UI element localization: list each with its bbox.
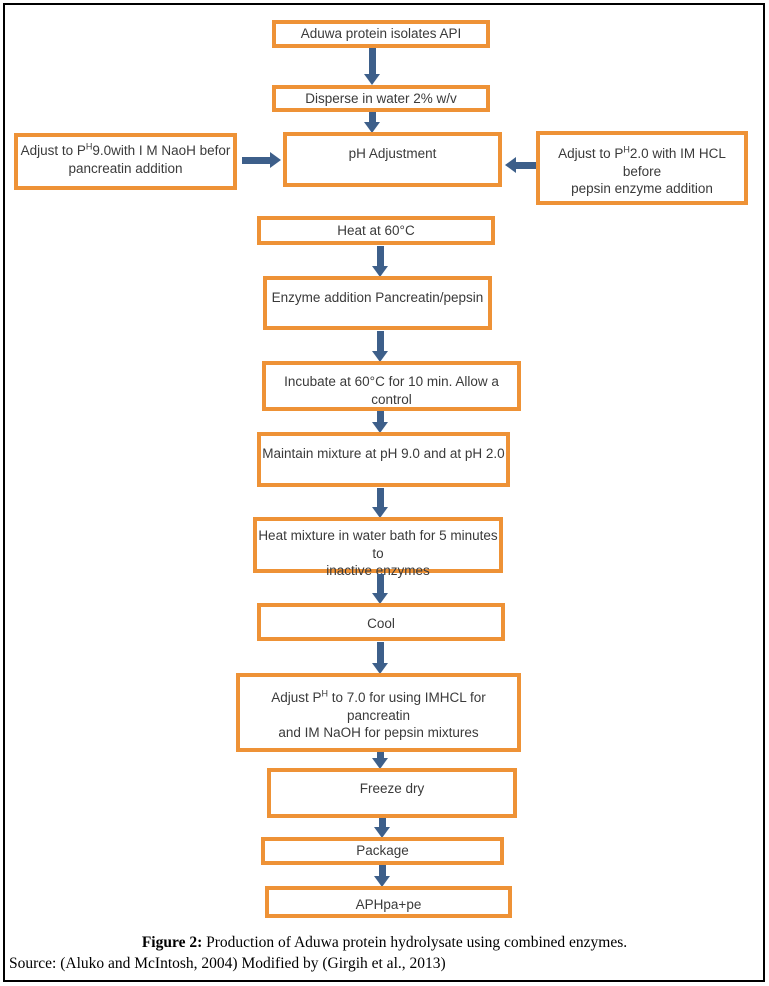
step-box-ph-adjustment: pH Adjustment xyxy=(283,132,502,187)
note-box-hcl-adjust: Adjust to PH2.0 with IM HCL before pepsi… xyxy=(536,131,748,205)
step-label: Package xyxy=(356,843,409,859)
step-box-enzyme-addition: Enzyme addition Pancreatin/pepsin xyxy=(263,276,492,330)
arrow-down-icon xyxy=(372,246,388,277)
arrow-head xyxy=(364,74,380,85)
arrow-shaft xyxy=(242,156,270,164)
arrow-head xyxy=(374,876,390,887)
note-box-naoh-adjust: Adjust to PH9.0with I M NaoH befor pancr… xyxy=(14,133,237,190)
step-box-heat-water-bath: Heat mixture in water bath for 5 minutes… xyxy=(253,517,503,578)
note-text-line2: pepsin enzyme addition xyxy=(571,181,713,197)
arrow-shaft xyxy=(378,865,386,876)
figure-caption-label: Figure 2: xyxy=(141,934,203,951)
arrow-head xyxy=(372,266,388,277)
step-label: Disperse in water 2% w/v xyxy=(305,90,457,106)
step-label: Freeze dry xyxy=(359,781,425,796)
step-label: pH Adjustment xyxy=(348,146,437,161)
figure-caption-text: Production of Aduwa protein hydrolysate … xyxy=(202,934,628,951)
step-label-line2: and IM NaOH for pepsin mixtures xyxy=(278,725,479,741)
arrow-down-icon xyxy=(364,112,380,133)
step-box-final-product: APHpa+pe xyxy=(265,886,512,918)
arrow-down-icon xyxy=(372,331,388,362)
arrow-head xyxy=(372,663,388,674)
arrow-shaft xyxy=(376,574,384,593)
step-label: Maintain mixture at pH 9.0 and at pH 2.0 xyxy=(262,446,505,461)
step-label: Incubate at 60°C for 10 min. Allow a con… xyxy=(284,374,499,407)
step-box-package: Package xyxy=(261,837,504,865)
arrow-head xyxy=(372,758,388,769)
step-box-incubate: Incubate at 60°C for 10 min. Allow a con… xyxy=(262,361,521,411)
step-box-maintain-ph: Maintain mixture at pH 9.0 and at pH 2.0 xyxy=(257,432,510,487)
step-box-heat-60: Heat at 60°C xyxy=(257,216,495,245)
figure-caption: Figure 2: Production of Aduwa protein hy… xyxy=(0,934,769,952)
step-box-freeze-dry: Freeze dry xyxy=(267,768,517,818)
arrow-head xyxy=(364,122,380,133)
step-box-cool: Cool xyxy=(257,603,505,641)
arrow-shaft xyxy=(376,642,384,663)
arrow-down-icon xyxy=(372,752,388,769)
step-label-line1: Adjust PH to 7.0 for using IMHCL for pan… xyxy=(271,688,486,723)
step-box-disperse-in-water: Disperse in water 2% w/v xyxy=(272,85,490,112)
arrow-left-icon xyxy=(505,157,536,173)
arrow-down-icon xyxy=(372,488,388,518)
arrow-shaft xyxy=(376,488,384,507)
arrow-shaft xyxy=(368,48,376,74)
arrow-shaft xyxy=(378,818,386,827)
arrow-shaft xyxy=(516,161,536,169)
step-label: Aduwa protein isolates API xyxy=(300,26,462,42)
arrow-head xyxy=(372,507,388,518)
arrow-down-icon xyxy=(374,865,390,887)
arrow-head xyxy=(374,827,390,838)
arrow-head xyxy=(505,157,516,173)
arrow-head xyxy=(372,593,388,604)
arrow-shaft xyxy=(376,411,384,422)
note-text: Adjust to PH9.0with I M NaoH befor xyxy=(20,141,231,158)
arrow-head xyxy=(270,152,281,168)
figure-source: Source: (Aluko and McIntosh, 2004) Modif… xyxy=(9,955,446,972)
step-label: Enzyme addition Pancreatin/pepsin xyxy=(271,290,484,305)
arrow-right-icon xyxy=(242,152,281,168)
note-text-line2: pancreatin addition xyxy=(68,160,183,176)
arrow-head xyxy=(372,422,388,433)
arrow-shaft xyxy=(376,752,384,758)
arrow-shaft xyxy=(376,331,384,351)
arrow-down-icon xyxy=(372,642,388,674)
step-box-adjust-ph7: Adjust PH to 7.0 for using IMHCL for pan… xyxy=(236,673,521,752)
arrow-down-icon xyxy=(372,411,388,433)
step-label: Cool xyxy=(367,616,395,631)
arrow-head xyxy=(372,351,388,362)
arrow-down-icon xyxy=(374,818,390,838)
arrow-shaft xyxy=(376,246,384,266)
step-label-line2: inactive enzymes xyxy=(326,563,430,579)
arrow-shaft xyxy=(368,112,376,122)
step-label-line1: Heat mixture in water bath for 5 minutes… xyxy=(258,528,498,561)
arrow-down-icon xyxy=(372,574,388,604)
step-label: Heat at 60°C xyxy=(337,222,415,238)
step-label: APHpa+pe xyxy=(355,897,422,912)
note-text: Adjust to PH2.0 with IM HCL before xyxy=(558,144,726,179)
arrow-down-icon xyxy=(364,48,380,85)
step-box-aduwa-protein-isolates: Aduwa protein isolates API xyxy=(272,20,490,48)
